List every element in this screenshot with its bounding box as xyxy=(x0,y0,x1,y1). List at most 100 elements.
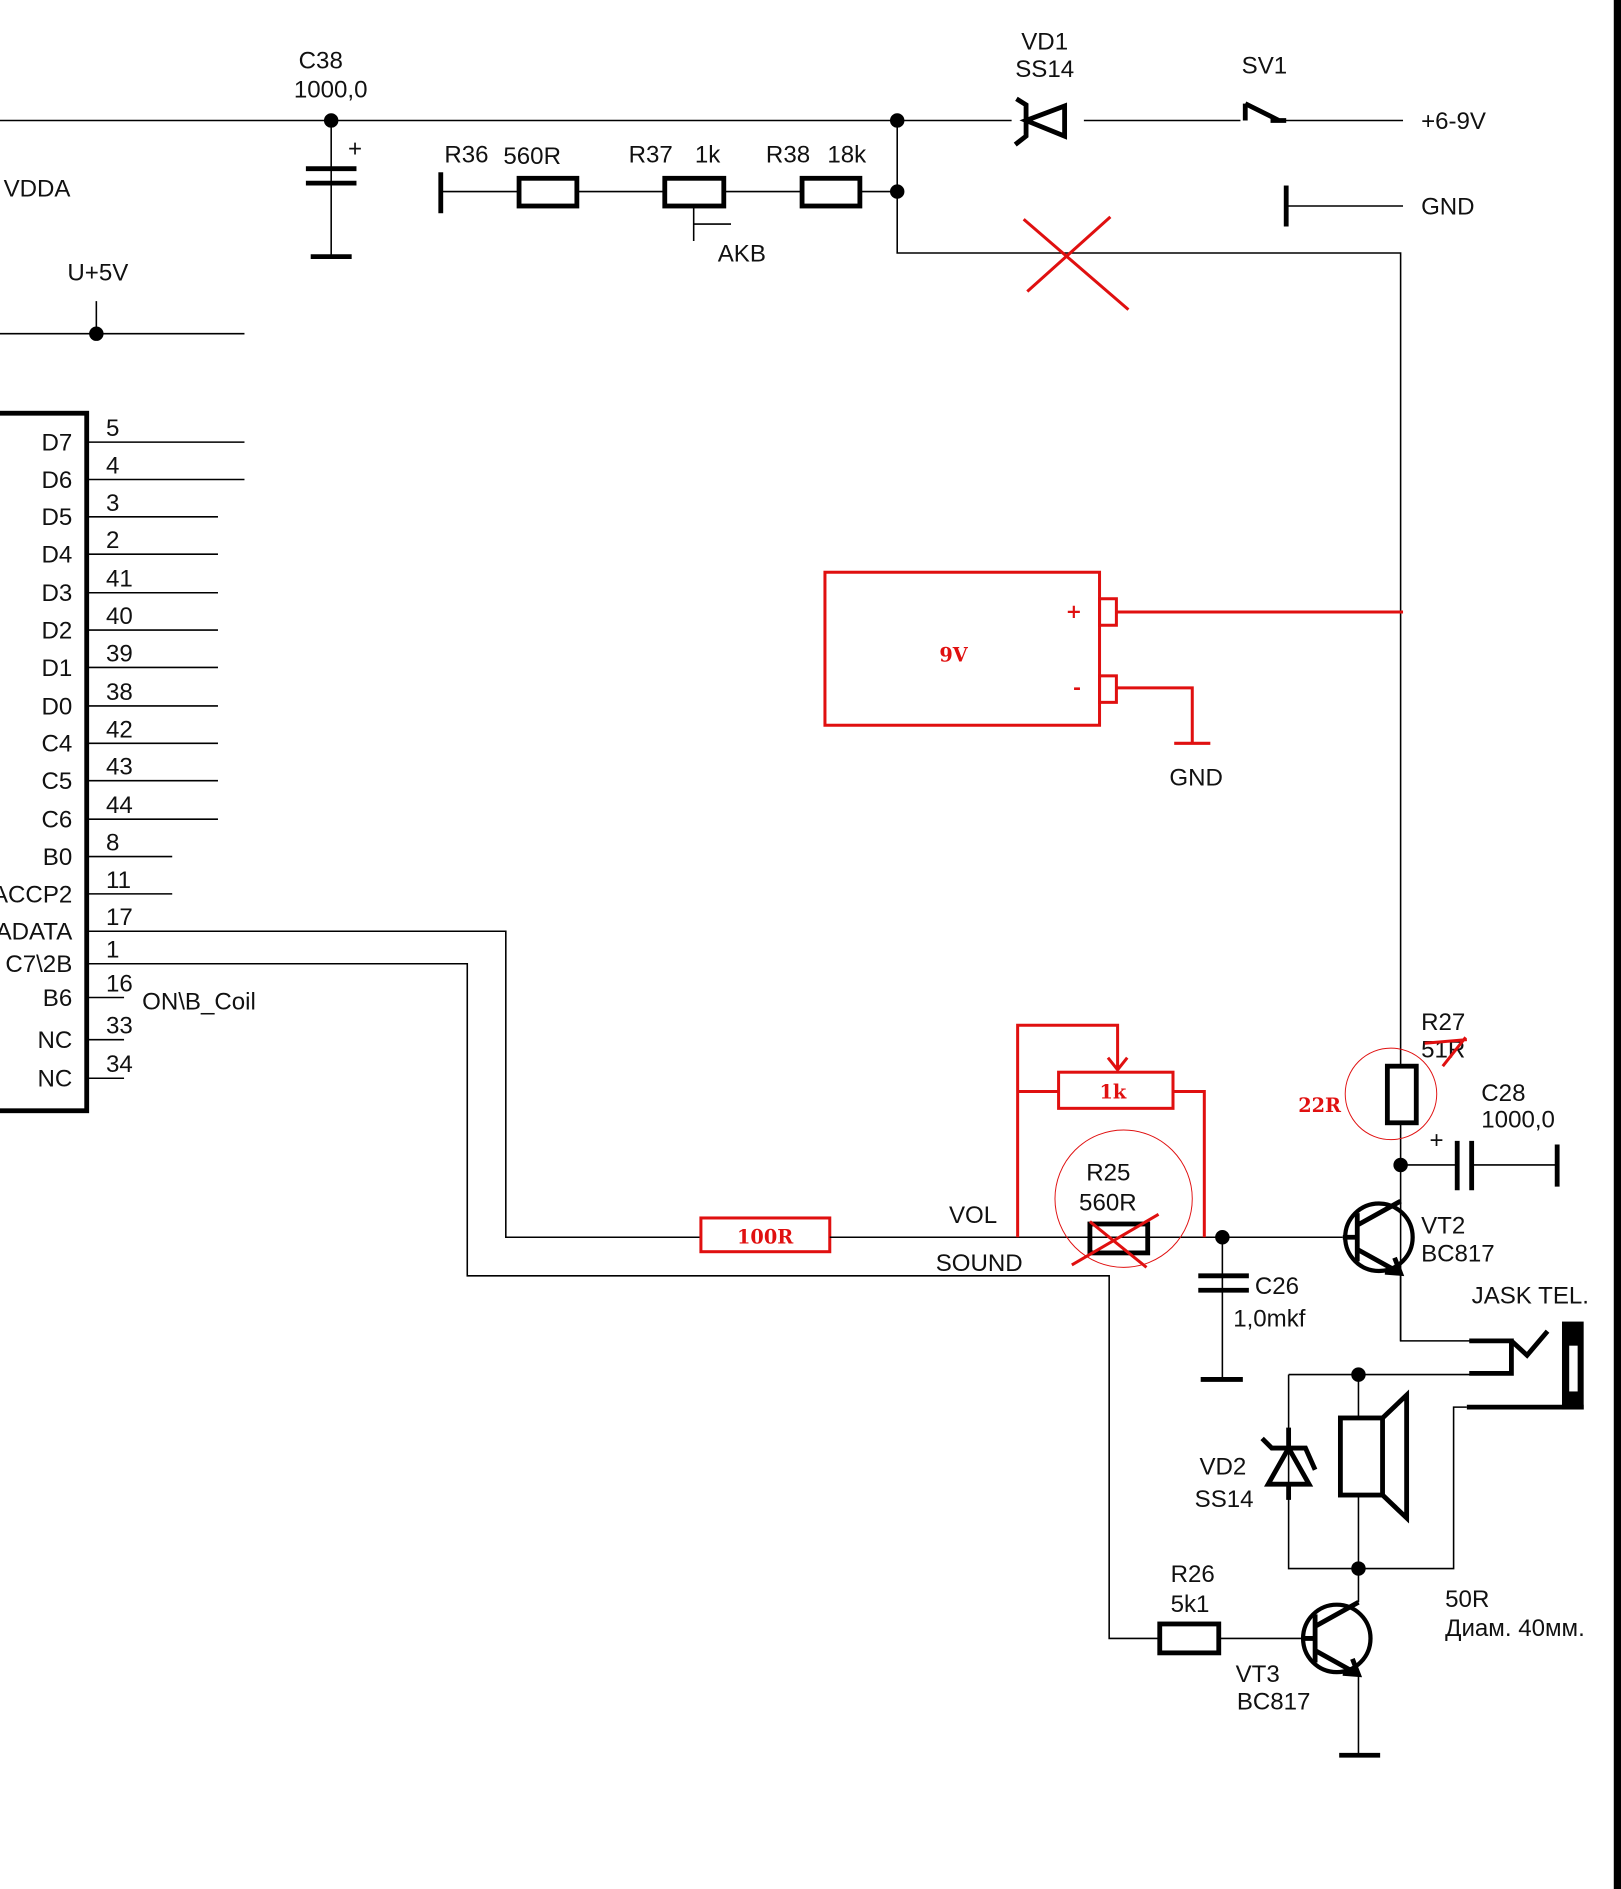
resistor-100r: 100R VOL SOUND xyxy=(699,1202,1343,1277)
sv1-label: SV1 xyxy=(1242,52,1288,79)
jack-label: JASK TEL. xyxy=(1472,1283,1589,1310)
pin-number: 39 xyxy=(106,640,133,667)
u5v-label: U+5V xyxy=(67,260,128,287)
pin-number: 34 xyxy=(106,1051,133,1078)
vd1-label: VD1 xyxy=(1021,28,1068,55)
pin-name: B6 xyxy=(43,985,72,1012)
pin-number: 43 xyxy=(106,754,133,781)
vol-label: VOL xyxy=(949,1202,997,1229)
vd2-label: VD2 xyxy=(1199,1454,1246,1481)
pin-number: 4 xyxy=(106,452,119,479)
pin-number: 33 xyxy=(106,1013,133,1040)
pin-number: 42 xyxy=(106,716,133,743)
r26-label: R26 xyxy=(1171,1561,1215,1588)
r36-label: R36 xyxy=(444,142,488,169)
pin-name: C5 xyxy=(41,768,72,795)
pin-number: 44 xyxy=(106,792,133,819)
capacitor-c38: + C38 1000,0 xyxy=(294,48,368,260)
transistor-vt3: VT3 BC817 xyxy=(1236,1600,1381,1758)
potentiometer-1k: 1k xyxy=(1016,1023,1206,1238)
switch-sv1: SV1 xyxy=(1242,52,1288,123)
u5v-net: U+5V xyxy=(0,260,245,341)
on-coil-label: ON\B_Coil xyxy=(142,989,256,1016)
pin-name: C4 xyxy=(41,731,72,758)
pin-number: 17 xyxy=(106,904,133,931)
gnd-top: GND xyxy=(1283,185,1475,227)
r26-value: 5k1 xyxy=(1171,1591,1210,1618)
pin-number: 2 xyxy=(106,527,119,554)
headphone-jack: JASK TEL. xyxy=(1287,1283,1589,1570)
speaker-desc: Диам. 40мм. xyxy=(1445,1615,1585,1642)
speaker: 50R Диам. 40мм. xyxy=(1337,1367,1585,1642)
pin-name: D4 xyxy=(41,542,72,569)
pin-number: 1 xyxy=(106,937,119,964)
pin-name: C6 xyxy=(41,807,72,834)
pin-name: D2 xyxy=(41,617,72,644)
page-border xyxy=(1613,0,1621,1889)
c28-label: C28 xyxy=(1481,1080,1525,1107)
pin-name: B0 xyxy=(43,844,72,871)
pin-name: D5 xyxy=(41,504,72,531)
pin-name: D3 xyxy=(41,580,72,607)
resistor-r27: R27 51R 22R xyxy=(1298,1009,1467,1141)
battery-label: 9V xyxy=(939,643,968,666)
vt2-label: VT2 xyxy=(1421,1213,1465,1240)
polarity-label: + xyxy=(1430,1127,1444,1154)
pin-number: 3 xyxy=(106,490,119,517)
c28-value: 1000,0 xyxy=(1481,1107,1555,1134)
capacitor-c26: C26 1,0mkf xyxy=(1198,1230,1306,1382)
r27-label: R27 xyxy=(1421,1009,1465,1036)
pin-name: D0 xyxy=(41,693,72,720)
akb-label: AKB xyxy=(718,240,766,267)
pin-number: 16 xyxy=(106,970,133,997)
c26-label: C26 xyxy=(1255,1273,1299,1300)
pin-number: 5 xyxy=(106,415,119,442)
vt3-label: VT3 xyxy=(1236,1661,1280,1688)
pin-name: D7 xyxy=(41,430,72,457)
pin-name: D1 xyxy=(41,655,72,682)
vd1-value: SS14 xyxy=(1015,56,1074,83)
microcontroller: D75D64D53D42D341D240D139D038C442C543C644… xyxy=(0,410,1160,1640)
capacitor-c28: + C28 1000,0 xyxy=(1393,1080,1560,1191)
pin-number: 38 xyxy=(106,679,133,706)
r25-value: 560R xyxy=(1079,1190,1137,1217)
diode-vd2: VD2 SS14 xyxy=(1195,1427,1318,1513)
supply-label: +6-9V xyxy=(1421,108,1486,135)
sound-label: SOUND xyxy=(936,1250,1023,1277)
resistor-r25: R25 560R xyxy=(1054,1129,1193,1269)
pin-name: ACCP2 xyxy=(0,881,72,908)
pot-label: 1k xyxy=(1100,1081,1127,1104)
r38-value: 18k xyxy=(827,142,867,169)
transistor-vt2: VT2 BC817 xyxy=(1342,1198,1495,1342)
resistor-r26: R26 5k1 xyxy=(1157,1561,1304,1656)
c38-label: C38 xyxy=(299,48,343,75)
r37-value: 1k xyxy=(695,142,721,169)
polarity-label: + xyxy=(348,136,362,163)
pin-name: NC xyxy=(37,1027,72,1054)
divider-r36-r38: R36 560R R37 1k R38 18k AKB xyxy=(438,120,1402,1341)
c38-value: 1000,0 xyxy=(294,77,368,104)
top-rail xyxy=(0,113,1404,128)
pin-number: 11 xyxy=(106,867,131,894)
gnd-label: GND xyxy=(1169,764,1223,791)
pin-number: 8 xyxy=(106,830,119,857)
r38-label: R38 xyxy=(766,142,810,169)
r25-label: R25 xyxy=(1086,1160,1130,1187)
speaker-label: 50R xyxy=(1445,1586,1489,1613)
gnd-label: GND xyxy=(1421,193,1475,220)
vdda-label: VDDA xyxy=(4,175,72,202)
battery-9v: 9V + - GND xyxy=(823,570,1404,791)
battery-plus: + xyxy=(1066,600,1082,623)
r36-value: 560R xyxy=(503,143,561,170)
pin-name: D6 xyxy=(41,467,72,494)
r37-label: R37 xyxy=(629,142,673,169)
r27-new-value: 22R xyxy=(1298,1094,1342,1117)
battery-minus: - xyxy=(1073,676,1081,699)
vd2-value: SS14 xyxy=(1195,1486,1254,1513)
cut-mark xyxy=(1022,215,1130,311)
r100-label: 100R xyxy=(737,1225,794,1248)
diode-vd1: VD1 SS14 xyxy=(1013,28,1074,147)
vt3-value: BC817 xyxy=(1237,1688,1311,1715)
pin-number: 41 xyxy=(106,566,133,593)
